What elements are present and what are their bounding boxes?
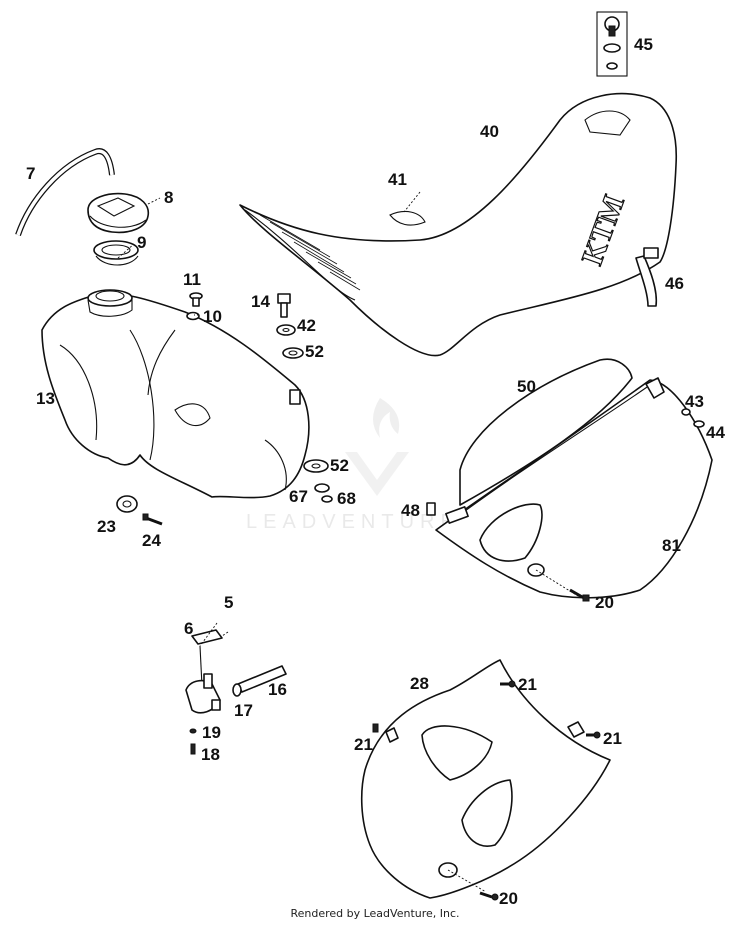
callout-9: 9: [137, 233, 146, 252]
part-18-screw[interactable]: [190, 743, 196, 755]
callout-labels: 45 40 41 7 8 9 11 10 14 42 52 46 13 50 4…: [26, 35, 725, 908]
part-17-hose-clamp[interactable]: [232, 683, 242, 697]
callout-5: 5: [224, 593, 233, 612]
part-10-washer[interactable]: [186, 311, 200, 321]
part-52-grommet-upper[interactable]: [282, 347, 304, 359]
callout-24: 24: [142, 531, 161, 550]
callout-14: 14: [251, 292, 270, 311]
part-68-nut[interactable]: [321, 495, 333, 503]
callout-48: 48: [401, 501, 420, 520]
callout-8: 8: [164, 188, 173, 207]
callout-21-b: 21: [354, 735, 373, 754]
part-13-fuel-tank[interactable]: [41, 289, 310, 499]
callout-52-upper: 52: [305, 342, 324, 361]
part-46-strap[interactable]: [635, 247, 659, 307]
callout-67: 67: [289, 487, 308, 506]
callout-28: 28: [410, 674, 429, 693]
callout-10: 10: [203, 307, 222, 326]
callout-6: 6: [184, 619, 193, 638]
part-20-screw-upper[interactable]: [569, 588, 590, 602]
callout-21-c: 21: [603, 729, 622, 748]
callout-43: 43: [685, 392, 704, 411]
part-9-cap-seal[interactable]: [93, 240, 139, 266]
part-43-washer[interactable]: [681, 408, 691, 416]
part-21-screw-c[interactable]: [586, 731, 601, 739]
watermark-text: LEADVENTURE: [246, 511, 460, 533]
callout-42: 42: [297, 316, 316, 335]
callout-68: 68: [337, 489, 356, 508]
part-21-screw-b[interactable]: [372, 723, 379, 733]
callout-19: 19: [202, 723, 221, 742]
part-11-screw[interactable]: [189, 292, 203, 307]
part-45-fastener-kit[interactable]: [596, 11, 628, 77]
callout-13: 13: [36, 389, 55, 408]
part-44-nut[interactable]: [693, 420, 705, 428]
callout-50: 50: [517, 377, 536, 396]
part-67-washer[interactable]: [314, 483, 330, 493]
part-40-seat[interactable]: KTM: [239, 92, 678, 357]
part-21-screw-a[interactable]: [500, 680, 516, 688]
part-52-grommet-lower[interactable]: [303, 459, 329, 473]
leadventure-watermark: LEADVENTURE: [246, 398, 460, 533]
callout-41: 41: [388, 170, 407, 189]
part-7-vent-hose[interactable]: [15, 148, 115, 236]
callout-11: 11: [183, 270, 201, 289]
part-42-washer[interactable]: [276, 324, 296, 336]
callout-16: 16: [268, 680, 287, 699]
part-5-fuel-tap[interactable]: [185, 645, 221, 714]
callout-45: 45: [634, 35, 653, 54]
part-19-washer[interactable]: [189, 728, 197, 734]
callout-46: 46: [665, 274, 684, 293]
part-14-bolt[interactable]: [277, 293, 291, 318]
part-8-fuel-cap[interactable]: [87, 192, 150, 234]
callout-81: 81: [662, 536, 681, 555]
callout-20-lower: 20: [499, 889, 518, 908]
part-23-grommet[interactable]: [116, 495, 138, 513]
part-20-screw-lower[interactable]: [479, 891, 499, 901]
callout-23: 23: [97, 517, 116, 536]
part-28-shroud[interactable]: [360, 659, 611, 899]
callout-18: 18: [201, 745, 220, 764]
callout-20-upper: 20: [595, 593, 614, 612]
callout-40: 40: [480, 122, 499, 141]
part-48-clip[interactable]: [426, 502, 469, 524]
callout-17: 17: [234, 701, 253, 720]
callout-21-a: 21: [518, 675, 537, 694]
callout-7: 7: [26, 164, 35, 183]
part-24-screw[interactable]: [142, 513, 163, 526]
callout-44: 44: [706, 423, 725, 442]
callout-52-lower: 52: [330, 456, 349, 475]
footer-credit: Rendered by LeadVenture, Inc.: [290, 907, 460, 920]
part-81-side-panel[interactable]: [435, 377, 713, 599]
leader-lines: [117, 191, 579, 893]
